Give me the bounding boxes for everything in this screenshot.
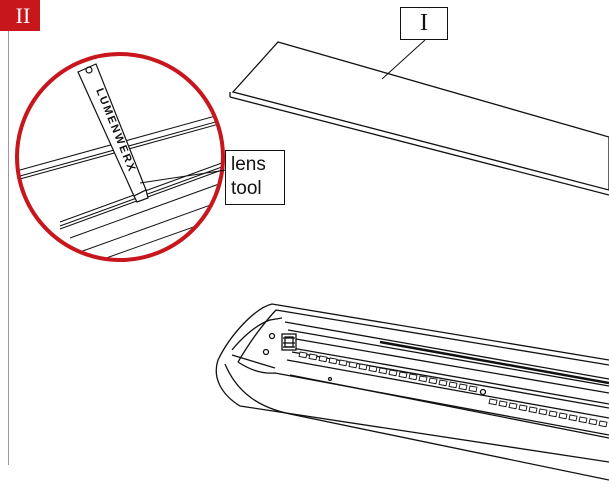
zoom-detail: LUMENWERX — [17, 54, 223, 260]
led-row — [298, 351, 608, 428]
lens-tool-callout-line2: tool — [231, 178, 262, 199]
tool-leader-line — [139, 169, 227, 184]
zoom-detail-ring — [15, 52, 225, 262]
luminaire-housing — [215, 303, 609, 481]
lens-tool-callout-line1: lens — [231, 154, 266, 175]
part-label-callout: I — [400, 7, 448, 40]
part-leader-line — [381, 39, 426, 80]
page-left-rule — [8, 31, 9, 465]
lens-panel — [229, 41, 609, 196]
lens-tool — [77, 63, 149, 203]
step-number-badge: II — [0, 0, 40, 31]
lens-tool-callout: lens tool — [225, 150, 285, 205]
